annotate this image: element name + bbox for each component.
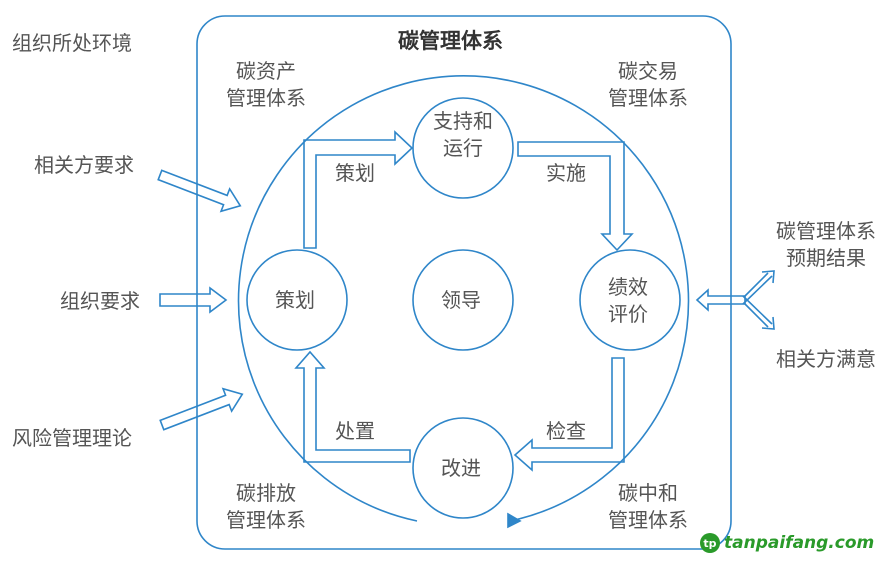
arrow-implement (517, 141, 634, 252)
node-plan: 策划 (275, 288, 315, 312)
node-support: 支持和运行 (433, 109, 493, 160)
arrow-party (157, 169, 242, 213)
output-satisfaction: 相关方满意 (776, 347, 876, 371)
label-env: 组织所处环境 (12, 31, 132, 55)
label-party: 相关方要求 (34, 153, 134, 177)
node-plan-circle (246, 249, 348, 351)
corner-emission: 碳排放管理体系 (226, 481, 306, 532)
node-eval-circle (579, 249, 681, 351)
cycle-arc (237, 75, 690, 522)
node-lead-circle (412, 249, 514, 351)
node-improve-circle (412, 417, 514, 519)
arc-arrowhead (507, 512, 522, 529)
arrow-label-plan: 策划 (335, 161, 375, 185)
arrow-label-check: 检查 (546, 419, 586, 443)
diagram-title: 碳管理体系 (398, 29, 503, 53)
corner-asset: 碳资产管理体系 (226, 59, 306, 110)
label-org: 组织要求 (60, 289, 140, 313)
arrow-output-expected (742, 270, 775, 305)
arrow-label-implement: 实施 (546, 161, 586, 185)
system-boundary (196, 15, 732, 550)
arrow-risk (159, 387, 244, 431)
node-lead: 领导 (441, 288, 481, 312)
arrow-eval-double (695, 288, 746, 312)
arrow-handle (294, 350, 411, 463)
output-expected: 碳管理体系预期结果 (776, 219, 876, 270)
arrow-org (159, 286, 228, 314)
arrow-label-handle: 处置 (335, 419, 375, 443)
arrow-plan (303, 130, 414, 249)
watermark-logo-icon: tp (700, 533, 720, 553)
arrow-output-satisfaction (742, 295, 775, 330)
node-improve: 改进 (441, 456, 481, 480)
arrow-check (513, 357, 625, 472)
corner-neutral: 碳中和管理体系 (608, 481, 688, 532)
label-risk: 风险管理理论 (12, 426, 132, 450)
node-eval: 绩效评价 (608, 275, 648, 326)
corner-trade: 碳交易管理体系 (608, 59, 688, 110)
